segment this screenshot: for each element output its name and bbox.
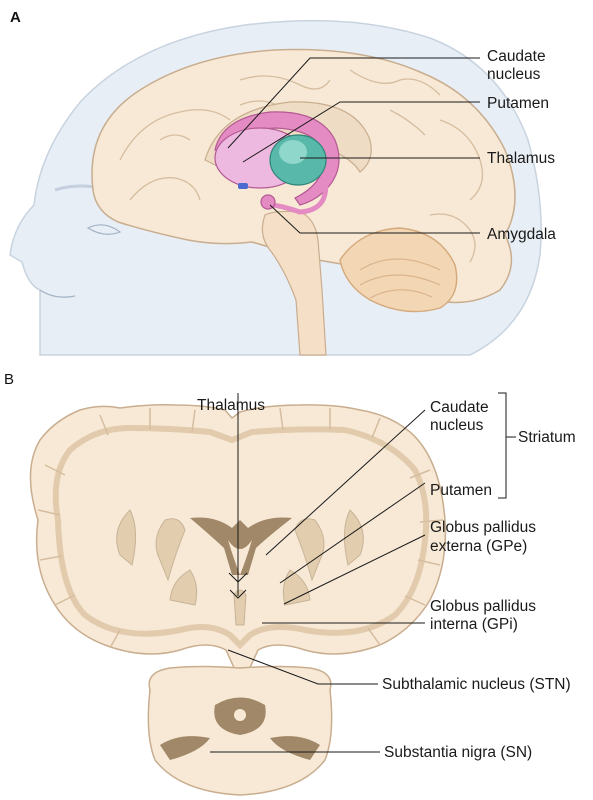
label-thalamus-a: Thalamus bbox=[487, 150, 555, 167]
label-gpi-2: interna (GPi) bbox=[430, 616, 518, 633]
cerebral-aqueduct bbox=[234, 709, 246, 721]
label-gpi-1: Globus pallidus bbox=[430, 598, 536, 615]
label-gpe-2: externa (GPe) bbox=[430, 538, 527, 555]
label-caudate-a-1: Caudate bbox=[487, 48, 546, 65]
label-amygdala-a: Amygdala bbox=[487, 226, 556, 243]
label-stn: Subthalamic nucleus (STN) bbox=[382, 676, 571, 693]
label-thalamus-b: Thalamus bbox=[197, 397, 265, 414]
panel-b: B bbox=[4, 371, 576, 795]
panel-a-label: A bbox=[10, 9, 21, 26]
amygdala-a bbox=[261, 195, 275, 209]
label-gpe-1: Globus pallidus bbox=[430, 519, 536, 536]
label-caudate-b-1: Caudate bbox=[430, 399, 489, 416]
label-caudate-b-2: nucleus bbox=[430, 417, 484, 434]
label-caudate-a-2: nucleus bbox=[487, 66, 541, 83]
label-sn: Substantia nigra (SN) bbox=[384, 744, 532, 761]
anterior-commissure bbox=[238, 183, 248, 189]
panel-b-label: B bbox=[4, 371, 14, 388]
label-putamen-b: Putamen bbox=[430, 482, 492, 499]
label-striatum: Striatum bbox=[518, 429, 576, 446]
label-putamen-a: Putamen bbox=[487, 95, 549, 112]
panel-a: A bbox=[10, 9, 556, 355]
thalamus-highlight bbox=[279, 140, 307, 164]
